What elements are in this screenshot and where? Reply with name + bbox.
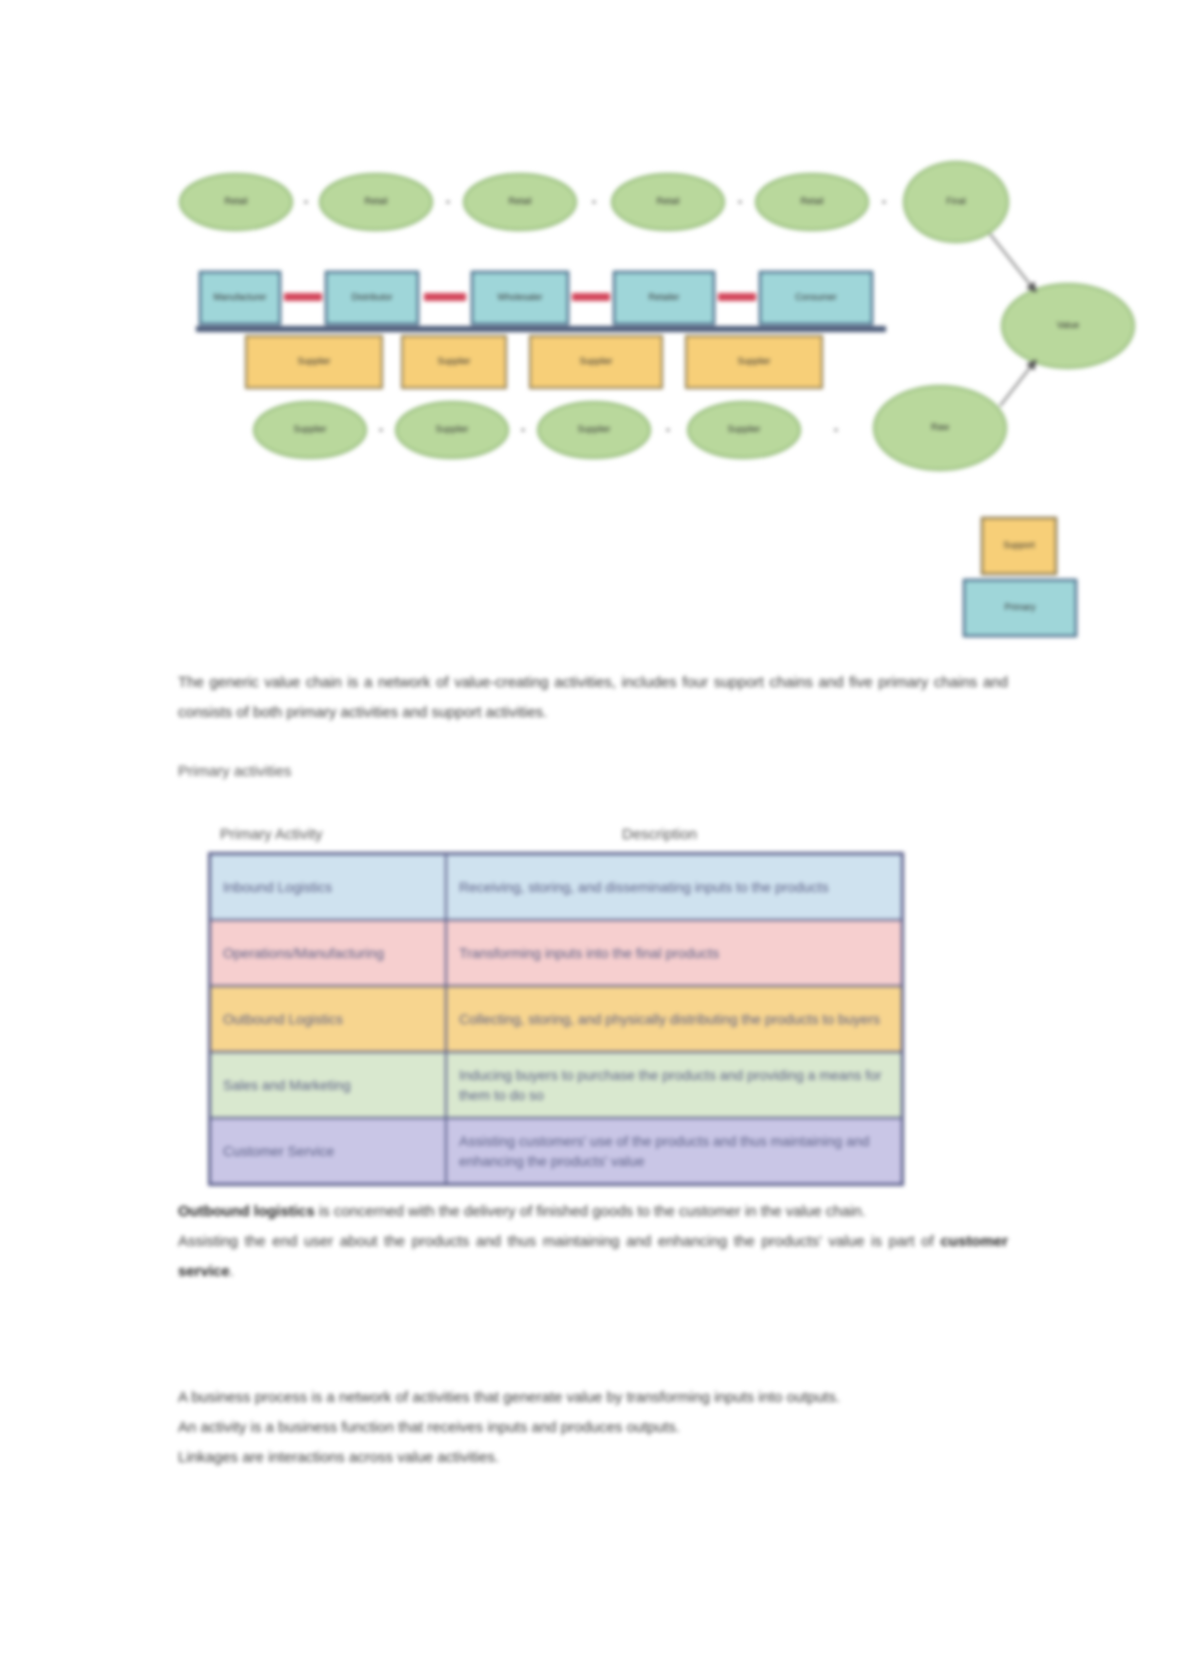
bottom-node-label: Supplier [577,424,610,434]
support-label: Supplier [437,356,470,366]
top-node [319,173,433,231]
support-label: Supplier [297,356,330,366]
top-node [755,173,869,231]
outbound-def: is concerned with the delivery of finish… [314,1203,866,1220]
customer-service-text: Assisting the end user about the product… [178,1227,1008,1287]
header-description: Description [622,826,698,843]
business-process-text: A business process is a network of activ… [178,1389,841,1406]
customer-service-term: customer service [178,1233,1008,1280]
top-node-label: Retail [800,196,823,206]
value-chain-diagram: Retail Retail Retail Retail Retail Final… [179,161,1135,638]
activity-definition-text: An activity is a business function that … [178,1419,680,1436]
activity-cell: Sales and Marketing [208,1051,447,1119]
top-row-nodes: Retail Retail Retail Retail Retail Final [179,161,1009,243]
bottom-row-nodes: Supplier Supplier Supplier Supplier Raw [253,385,1007,471]
top-end-label: Final [946,196,966,206]
top-node-label: Retail [364,196,387,206]
bottom-node-label: Supplier [727,424,760,434]
intro-text: The generic value chain is a network of … [178,674,1008,721]
process-label: Retailer [648,292,679,302]
legend-primary-label: Primary [1005,602,1036,612]
linkages-definition-text: Linkages are interactions across value a… [178,1449,499,1466]
description-cell: Collecting, storing, and physically dist… [445,985,904,1053]
top-node-label: Retail [656,196,679,206]
period: . [229,1263,234,1280]
top-node [179,173,293,231]
outbound-text: Outbound logistics is concerned with the… [178,1197,1008,1227]
activity-cell: Customer Service [208,1117,447,1186]
hub-node [1001,283,1135,369]
description-cell: Receiving, storing, and disseminating in… [445,852,904,921]
bottom-node-label: Supplier [435,424,468,434]
bottom-end-label: Raw [931,422,950,432]
activity-cell: Inbound Logistics [208,852,447,921]
process-label: Consumer [795,292,837,302]
header-activity: Primary Activity [220,826,323,843]
activity-cell: Operations/Manufacturing [208,919,447,987]
top-node-label: Retail [224,196,247,206]
section-label: Primary activities [178,763,292,780]
process-label: Distributor [351,292,392,302]
description-cell: Inducing buyers to purchase the products… [445,1051,904,1119]
table-header: Primary Activity Description [208,822,908,852]
outbound-paragraph: Outbound logistics is concerned with the… [178,1197,1008,1287]
intro-paragraph: The generic value chain is a network of … [178,668,1008,728]
hub-label: Value [1057,320,1079,330]
legend-support-label: Support [1003,540,1035,550]
top-node-label: Retail [508,196,531,206]
activity-cell: Outbound Logistics [208,985,447,1053]
customer-service-def: Assisting the end user about the product… [178,1233,941,1250]
description-cell: Assisting customers' use of the products… [445,1117,904,1186]
top-node [611,173,725,231]
bottom-node-label: Supplier [293,424,326,434]
top-node [463,173,577,231]
support-label: Supplier [579,356,612,366]
diagram-legend: Support Primary [962,516,1078,638]
description-cell: Transforming inputs into the final produ… [445,919,904,987]
top-end-node [903,161,1009,243]
support-label: Supplier [737,356,770,366]
outbound-term: Outbound logistics [178,1203,315,1220]
process-label: Manufacturer [213,292,266,302]
process-row: Manufacturer Distributor Wholesaler Reta… [196,270,886,332]
support-row: Supplier Supplier Supplier Supplier [245,335,823,389]
primary-activities-table: Primary Activity Description Inbound Log… [208,822,908,1186]
process-paragraph: A business process is a network of activ… [178,1383,1008,1473]
process-label: Wholesaler [497,292,542,302]
